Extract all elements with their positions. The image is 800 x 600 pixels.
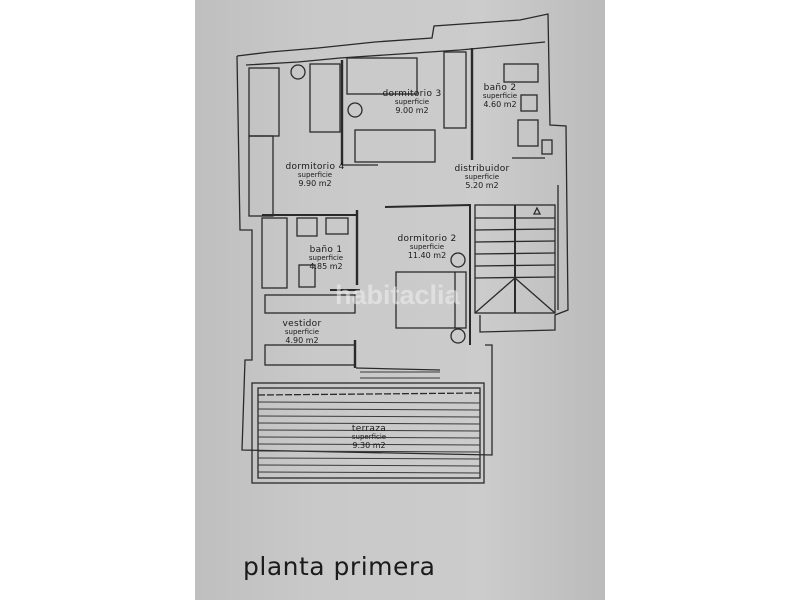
room-area: 4.60 m2: [483, 99, 517, 109]
outer-wall-line: [236, 13, 569, 333]
room-label-distribuidor: distribuidor superficie 5.20 m2: [454, 164, 510, 190]
room-area: 4.90 m2: [285, 335, 319, 345]
room-area: 11.40 m2: [407, 250, 447, 260]
room-area-label: superficie: [464, 173, 500, 182]
watermark: habitaclia: [335, 280, 460, 310]
room-name: distribuidor: [454, 164, 510, 174]
room-area-label: superficie: [308, 254, 344, 263]
room-area: 9.90 m2: [298, 178, 332, 188]
room-name: terraza: [351, 424, 387, 434]
room-area: 5.20 m2: [465, 180, 499, 190]
room-name: dormitorio 3: [382, 89, 442, 99]
room-area: 4.85 m2: [309, 261, 343, 271]
room-area-label: superficie: [482, 92, 518, 101]
room-area: 9.00 m2: [395, 105, 429, 115]
plan-title: planta primera: [243, 552, 436, 581]
room-label-bano-2: baño 2 superficie 4.60 m2: [482, 83, 518, 109]
room-label-vestidor: vestidor superficie 4.90 m2: [282, 319, 322, 345]
room-name: baño 1: [309, 245, 343, 255]
room-label-bano-1: baño 1 superficie 4.85 m2: [308, 245, 344, 271]
room-area-label: superficie: [409, 243, 445, 252]
room-label-dormitorio-3: dormitorio 3 superficie 9.00 m2: [382, 89, 442, 115]
room-label-dormitorio-4: dormitorio 4 superficie 9.90 m2: [285, 162, 345, 188]
room-area: 9.30 m2: [352, 440, 386, 450]
room-name: dormitorio 4: [285, 162, 345, 172]
room-area-label: superficie: [284, 328, 320, 337]
room-area-label: superficie: [351, 433, 387, 442]
room-area-label: superficie: [297, 171, 333, 180]
room-label-dormitorio-2: dormitorio 2 superficie 11.40 m2: [397, 234, 457, 260]
room-name: baño 2: [483, 83, 517, 93]
room-name: vestidor: [282, 319, 322, 329]
room-area-label: superficie: [394, 98, 430, 107]
room-label-terraza: terraza superficie 9.30 m2: [351, 424, 387, 450]
room-name: dormitorio 2: [397, 234, 457, 244]
